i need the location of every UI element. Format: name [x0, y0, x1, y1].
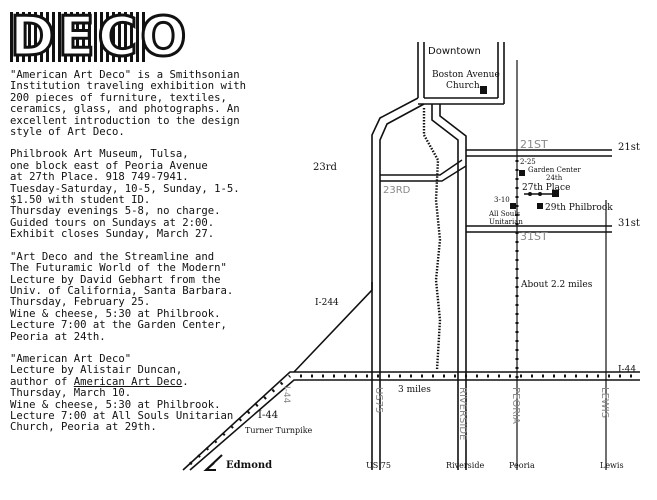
street-21st — [466, 149, 612, 157]
lecture-gebhart-paragraph: "Art Deco and the Streamline and The Fut… — [10, 250, 278, 343]
text-line: Exhibit closes Sunday, March 27. — [10, 228, 215, 241]
street-29th-philbrook-label: 29th Philbrook — [545, 203, 613, 213]
text-line: Wine & cheese, 5:30 at Philbrook. — [10, 307, 221, 320]
downtown-label: Downtown — [428, 46, 481, 57]
side-label-23rd: 23rd — [313, 162, 338, 173]
street-24th-label: 24th — [546, 174, 563, 182]
text-line: Wine & cheese, 5:30 at Philbrook. — [10, 398, 221, 411]
route-dot — [538, 192, 542, 196]
about-miles-label: About 2.2 miles — [520, 280, 593, 290]
bottom-label-riverside: Riverside — [446, 461, 484, 470]
text-line: "American Art Deco" — [10, 352, 132, 365]
text-line: at 27th Place. 918 749-7941. — [10, 171, 189, 184]
garden-center-label: Garden Center — [528, 166, 581, 174]
side-label-21st: 21st — [618, 142, 640, 153]
bottom-label-lewis: Lewis — [600, 461, 624, 470]
i244-highway — [293, 282, 373, 373]
bottom-label-peoria: Peoria — [509, 461, 535, 470]
side-label-31st: 31st — [618, 218, 640, 229]
church-label-1: Boston Avenue — [432, 70, 500, 80]
road-label-riverside: RIVERSIDE — [457, 387, 468, 440]
text-line: author of American Art Deco. — [10, 375, 278, 388]
text-line: 200 pieces of furniture, textiles, — [10, 91, 227, 104]
river-line — [422, 108, 442, 371]
turner-turnpike-label: Turner Turnpike — [245, 426, 313, 435]
text-line: Tuesday-Saturday, 10-5, Sunday, 1-5. — [10, 182, 240, 195]
text-line: Guided tours on Sundays at 2:00. — [10, 216, 215, 229]
text-line: "Art Deco and the Streamline and — [10, 250, 215, 263]
edmond-arrow-shaft — [205, 454, 223, 471]
us75-highway — [371, 97, 425, 470]
book-title: American Art Deco — [73, 375, 183, 388]
author-prefix: author of — [10, 375, 74, 388]
text-line: ceramics, glass, and photographs. An — [10, 103, 240, 116]
text-line: Church, Peoria at 29th. — [10, 421, 157, 434]
text-line: The Futuramic World of the Modern" — [10, 262, 227, 275]
route-dot — [528, 192, 532, 196]
bottom-label-us75: US 75 — [366, 461, 391, 470]
church-marker — [480, 86, 487, 94]
i44-right-label: I-44 — [618, 365, 636, 375]
i244-label: I-244 — [315, 298, 339, 308]
text-line: Institution traveling exhibition with — [10, 80, 246, 93]
all-souls-label-1: All Souls — [488, 210, 521, 218]
text-line: Thursday evenings 5-8, no charge. — [10, 205, 221, 218]
i44-highway — [182, 371, 640, 471]
page-title: DECO — [8, 5, 190, 68]
author-suffix: . — [182, 375, 189, 388]
street-31st — [466, 225, 612, 233]
church-label-2: Church — [446, 81, 480, 91]
text-line: $1.50 with student ID. — [10, 194, 151, 207]
text-line: Lecture by Alistair Duncan, — [10, 364, 183, 377]
philbrook-marker — [552, 190, 559, 197]
downtown-connector — [431, 104, 467, 470]
text-line: Lecture by David Gebhart from the — [10, 273, 221, 286]
text-line: one block east of Peoria Avenue — [10, 159, 208, 172]
date-2-25: 2-25 — [520, 158, 536, 166]
place-27th-label: 27th Place — [522, 183, 570, 193]
text-line: Peoria at 24th. — [10, 330, 106, 343]
i44-left-label: I-44 — [258, 410, 278, 421]
text-line: style of Art Deco. — [10, 126, 125, 139]
road-label-peoria: PEORIA — [510, 387, 521, 424]
museum-info-paragraph: Philbrook Art Museum, Tulsa, one block e… — [10, 148, 278, 241]
route-map: Downtown Boston Avenue Church 21ST 21st … — [182, 42, 640, 471]
three-miles-label: 3 miles — [398, 385, 431, 395]
road-label-21st: 21ST — [520, 138, 548, 151]
turnpike-route-dots — [189, 374, 291, 466]
all-souls-marker — [510, 203, 516, 209]
road-label-us75: US75 — [373, 387, 384, 413]
road-label-i44: I-44 — [281, 386, 291, 404]
text-line: Lecture 7:00 at the Garden Center, — [10, 319, 227, 332]
text-line: Philbrook Art Museum, Tulsa, — [10, 148, 189, 161]
intro-paragraph: "American Art Deco" is a Smithsonian Ins… — [10, 69, 278, 139]
philbrook-29th-marker — [537, 203, 543, 209]
text-line: "American Art Deco" is a Smithsonian — [10, 69, 240, 81]
text-line: Lecture 7:00 at All Souls Unitarian — [10, 409, 234, 422]
road-label-31st: 31ST — [520, 230, 548, 243]
street-23rd — [380, 159, 467, 182]
info-column: "American Art Deco" is a Smithsonian Ins… — [10, 69, 278, 445]
lecture-duncan-paragraph: "American Art Deco" Lecture by Alistair … — [10, 352, 278, 434]
road-label-23rd: 23RD — [383, 185, 411, 196]
text-line: excellent introduction to the design — [10, 114, 240, 127]
edmond-label: Edmond — [226, 460, 272, 471]
title-stripes — [10, 12, 148, 62]
road-label-lewis: LEWIS — [599, 387, 610, 418]
date-3-10: 3-10 — [494, 196, 510, 204]
text-line: Thursday, February 25. — [10, 296, 151, 309]
garden-center-marker — [519, 170, 525, 176]
text-line: Univ. of California, Santa Barbara. — [10, 284, 234, 297]
text-line: Thursday, March 10. — [10, 387, 132, 400]
all-souls-label-2: Unitarian — [489, 218, 523, 226]
